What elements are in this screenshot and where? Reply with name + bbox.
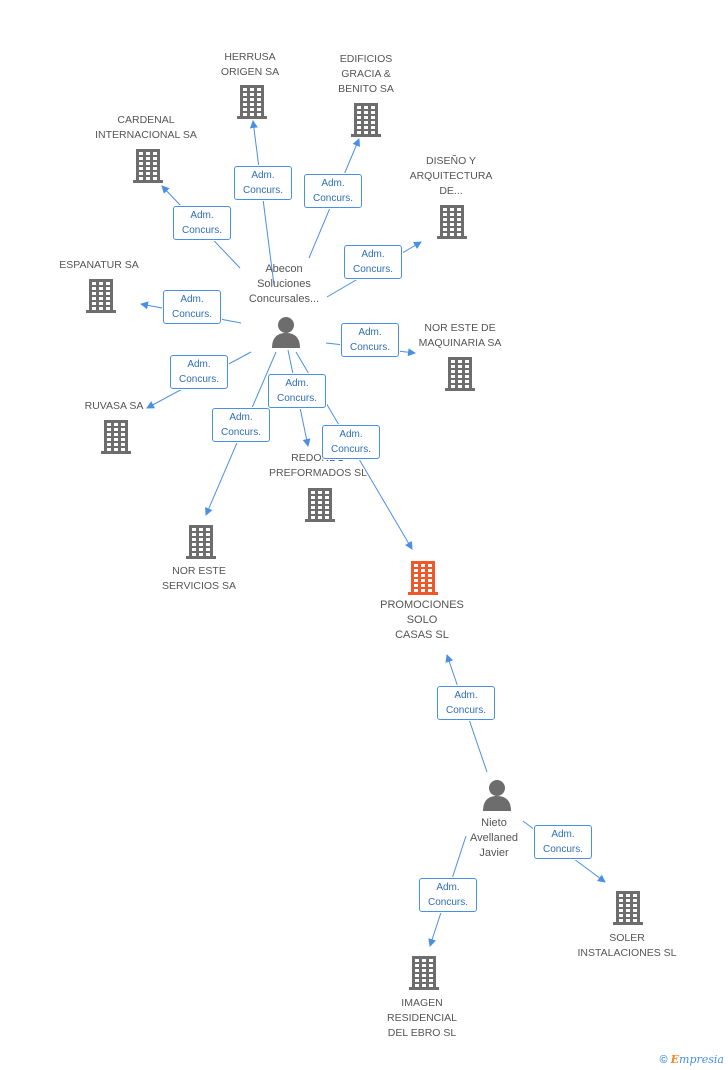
node-label-promociones[interactable]: PROMOCIONES SOLO CASAS SL	[380, 599, 464, 641]
node-label-diseno[interactable]: DISEÑO Y ARQUITECTURA DE...	[409, 155, 493, 197]
edge-label-abecon-redondo[interactable]: Adm.Concurs.	[268, 374, 326, 408]
building-icon-herrusa[interactable]	[237, 85, 267, 124]
node-label-redondo[interactable]: REDONDO PREFORMADOS SL	[268, 452, 368, 479]
building-icon-imagen[interactable]	[409, 956, 439, 995]
edge-label-abecon-promociones[interactable]: Adm.Concurs.	[322, 425, 380, 459]
node-label-herrusa[interactable]: HERRUSA ORIGEN SA	[220, 51, 280, 78]
node-label-noreste_serv[interactable]: NOR ESTE SERVICIOS SA	[162, 565, 236, 592]
node-label-abecon[interactable]: Abecon Soluciones Concursales...	[248, 263, 320, 305]
node-label-soler[interactable]: SOLER INSTALACIONES SL	[577, 932, 677, 959]
building-icon-ruvasa[interactable]	[101, 420, 131, 459]
edge-label-abecon-edificios[interactable]: Adm.Concurs.	[304, 174, 362, 208]
building-icon-diseno[interactable]	[437, 205, 467, 244]
edge-label-abecon-diseno[interactable]: Adm.Concurs.	[344, 245, 402, 279]
footer-brand: © Empresia	[659, 1053, 724, 1066]
node-label-cardenal[interactable]: CARDENAL INTERNACIONAL SA	[95, 114, 197, 141]
building-icon-cardenal[interactable]	[133, 149, 163, 188]
building-icon-noreste_serv[interactable]	[186, 525, 216, 564]
building-icon-espanatur[interactable]	[86, 279, 116, 318]
edge-label-abecon-noreste_maq[interactable]: Adm.Concurs.	[341, 323, 399, 357]
building-icon-soler[interactable]	[613, 891, 643, 930]
building-icon-edificios[interactable]	[351, 103, 381, 142]
node-label-imagen[interactable]: IMAGEN RESIDENCIAL DEL EBRO SL	[386, 997, 458, 1039]
copyright-icon: ©	[659, 1054, 668, 1066]
person-icon-abecon[interactable]	[271, 316, 301, 353]
edge-abecon-herrusa	[249, 120, 275, 286]
edge-label-nieto-soler[interactable]: Adm.Concurs.	[534, 825, 592, 859]
edge-label-nieto-promociones[interactable]: Adm.Concurs.	[437, 686, 495, 720]
node-label-espanatur[interactable]: ESPANATUR SA	[59, 259, 139, 271]
edge-label-abecon-herrusa[interactable]: Adm.Concurs.	[234, 166, 292, 200]
node-label-ruvasa[interactable]: RUVASA SA	[84, 400, 144, 412]
building-icon-noreste_maq[interactable]	[445, 357, 475, 396]
brand-initial: E	[670, 1053, 680, 1066]
edge-label-nieto-imagen[interactable]: Adm.Concurs.	[419, 878, 477, 912]
edge-label-abecon-noreste_serv[interactable]: Adm.Concurs.	[212, 408, 270, 442]
building-icon-promociones[interactable]	[408, 561, 438, 600]
person-icon-nieto[interactable]	[482, 779, 512, 816]
brand-name: mpresia	[679, 1053, 724, 1066]
edge-label-abecon-ruvasa[interactable]: Adm.Concurs.	[170, 355, 228, 389]
node-label-noreste_maq[interactable]: NOR ESTE DE MAQUINARIA SA	[418, 322, 502, 349]
edge-label-abecon-cardenal[interactable]: Adm.Concurs.	[173, 206, 231, 240]
building-icon-redondo[interactable]	[305, 488, 335, 527]
edge-label-abecon-espanatur[interactable]: Adm.Concurs.	[163, 290, 221, 324]
node-label-nieto[interactable]: Nieto Avellaned Javier	[469, 817, 519, 859]
node-label-edificios[interactable]: EDIFICIOS GRACIA & BENITO SA	[338, 53, 394, 95]
